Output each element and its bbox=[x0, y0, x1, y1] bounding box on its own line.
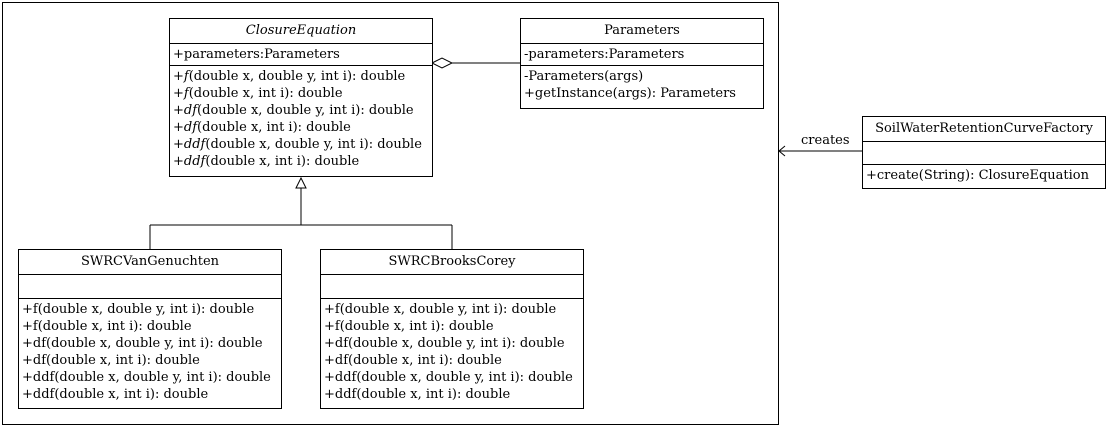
method-signature: (double x, int i): double bbox=[205, 154, 360, 169]
class-swrc-van-genuchten[interactable]: SWRCVanGenuchten +f(double x, double y, … bbox=[18, 249, 282, 409]
package-frame bbox=[2, 2, 779, 425]
method: -Parameters(args) bbox=[524, 69, 644, 84]
method-signature: (double x, int i): double bbox=[188, 86, 343, 101]
method: +df(double x, int i): double bbox=[324, 353, 502, 368]
methods-section: +f(double x, double y, int i): double +f… bbox=[321, 299, 583, 405]
method-signature: (double x, double y, int i): double bbox=[197, 103, 414, 118]
method: +ddf(double x, int i): double bbox=[22, 387, 209, 402]
method: +df(double x, int i): double bbox=[22, 353, 200, 368]
method: +ddf(double x, double y, int i): double bbox=[22, 370, 271, 385]
method: +f(double x, double y, int i): double bbox=[22, 302, 255, 317]
method: +f(double x, int i): double bbox=[173, 85, 429, 102]
method-name: df bbox=[183, 120, 198, 135]
method: +f(double x, double y, int i): double bbox=[173, 68, 429, 85]
method-visibility: + bbox=[173, 120, 184, 135]
class-name: SoilWaterRetentionCurveFactory bbox=[863, 117, 1105, 142]
method: +ddf(double x, int i): double bbox=[324, 387, 511, 402]
method-visibility: + bbox=[173, 86, 184, 101]
class-swrc-brooks-corey[interactable]: SWRCBrooksCorey +f(double x, double y, i… bbox=[320, 249, 584, 409]
class-name: Parameters bbox=[521, 19, 763, 44]
method-signature: (double x, int i): double bbox=[197, 120, 351, 135]
attributes-section bbox=[19, 275, 281, 299]
method: +df(double x, double y, int i): double bbox=[173, 102, 429, 119]
method-signature: (double x, double y, int i): double bbox=[188, 69, 406, 84]
methods-section: +f(double x, double y, int i): double +f… bbox=[19, 299, 281, 405]
method-name: ddf bbox=[183, 137, 206, 152]
methods-section: +create(String): ClosureEquation bbox=[863, 165, 1105, 186]
method: +df(double x, double y, int i): double bbox=[324, 336, 565, 351]
method-name: df bbox=[183, 103, 198, 118]
method: +df(double x, int i): double bbox=[173, 119, 429, 136]
creates-arrowhead bbox=[778, 145, 786, 157]
method: +getInstance(args): Parameters bbox=[524, 86, 736, 101]
method: +ddf(double x, double y, int i): double bbox=[173, 136, 429, 153]
inheritance-arrowhead bbox=[295, 176, 307, 189]
method-visibility: + bbox=[173, 103, 184, 118]
method: +f(double x, int i): double bbox=[324, 319, 494, 334]
method-visibility: + bbox=[173, 137, 184, 152]
method: +df(double x, double y, int i): double bbox=[22, 336, 263, 351]
class-soil-water-retention-curve-factory[interactable]: SoilWaterRetentionCurveFactory +create(S… bbox=[862, 116, 1106, 189]
attributes-section: +parameters:Parameters bbox=[170, 44, 432, 66]
method: +create(String): ClosureEquation bbox=[866, 168, 1089, 183]
method-visibility: + bbox=[173, 154, 184, 169]
method-name: f bbox=[183, 69, 189, 84]
attribute: -parameters:Parameters bbox=[524, 47, 685, 62]
method: +ddf(double x, int i): double bbox=[173, 153, 429, 170]
methods-section: -Parameters(args) +getInstance(args): Pa… bbox=[521, 66, 763, 104]
class-name: SWRCVanGenuchten bbox=[19, 250, 281, 275]
methods-section: +f(double x, double y, int i): double+f(… bbox=[170, 66, 432, 172]
class-name: SWRCBrooksCorey bbox=[321, 250, 583, 275]
class-closure-equation[interactable]: ClosureEquation +parameters:Parameters +… bbox=[169, 18, 433, 177]
class-parameters[interactable]: Parameters -parameters:Parameters -Param… bbox=[520, 18, 764, 109]
attributes-section bbox=[321, 275, 583, 299]
method-name: f bbox=[183, 86, 189, 101]
attributes-section bbox=[863, 142, 1105, 165]
method-visibility: + bbox=[173, 69, 184, 84]
method: +f(double x, double y, int i): double bbox=[324, 302, 557, 317]
method: +ddf(double x, double y, int i): double bbox=[324, 370, 573, 385]
attribute: +parameters:Parameters bbox=[173, 47, 340, 62]
creates-label: creates bbox=[801, 133, 850, 148]
method: +f(double x, int i): double bbox=[22, 319, 192, 334]
attributes-section: -parameters:Parameters bbox=[521, 44, 763, 66]
aggregation-diamond bbox=[430, 57, 454, 69]
class-name: ClosureEquation bbox=[170, 19, 432, 44]
method-signature: (double x, double y, int i): double bbox=[205, 137, 422, 152]
method-name: ddf bbox=[183, 154, 206, 169]
